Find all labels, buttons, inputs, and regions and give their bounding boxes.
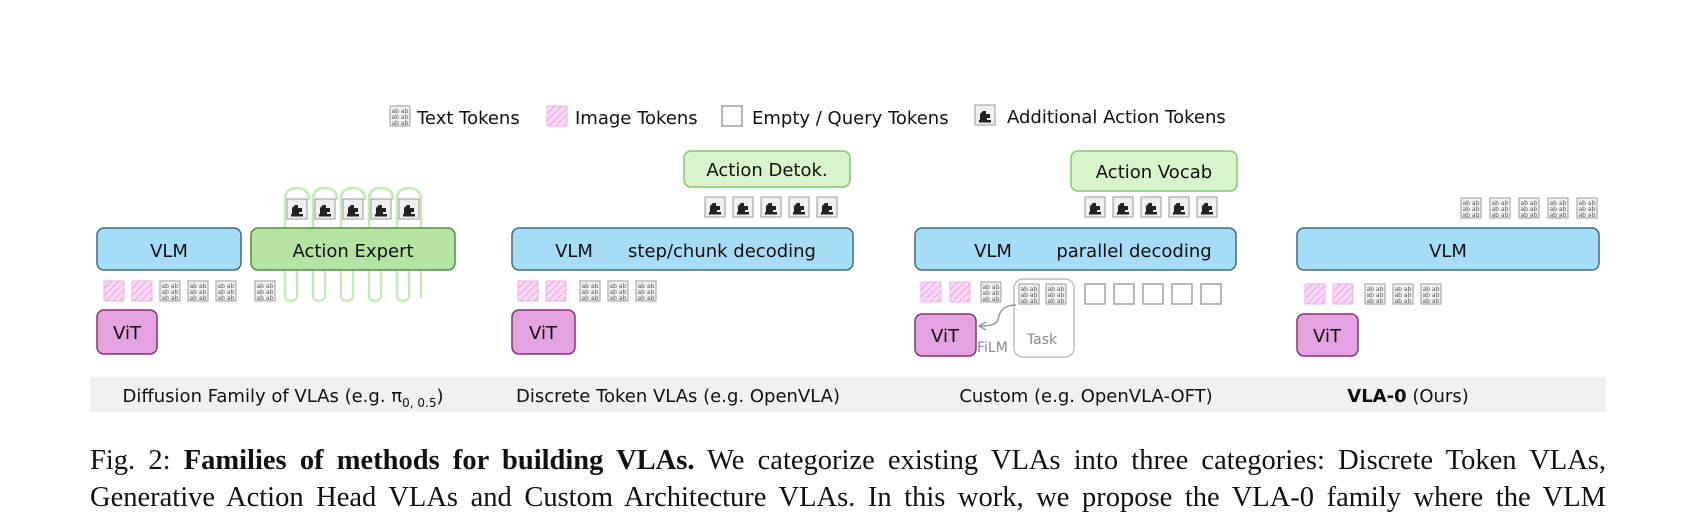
action-token <box>398 198 420 220</box>
vlm-box <box>1296 227 1600 271</box>
text-token <box>1018 283 1040 306</box>
figure-caption-title: Families of methods for building VLAs. <box>183 445 695 476</box>
vit-box <box>1296 313 1359 357</box>
action-vocab-label: Action Vocab <box>1096 162 1212 183</box>
text-token <box>980 281 1002 304</box>
legend-text-tokens: Text Tokens <box>416 108 520 129</box>
action-token <box>370 198 392 220</box>
action-token <box>314 198 336 220</box>
text-token <box>579 280 601 303</box>
decoding-label: parallel decoding <box>1056 241 1211 262</box>
image-token <box>1304 283 1326 305</box>
film-label: FiLM <box>977 340 1008 356</box>
action-token <box>1168 196 1190 218</box>
vlm-label: VLM <box>1429 241 1467 262</box>
action-expert-label: Action Expert <box>292 241 413 262</box>
text-token <box>1045 283 1067 306</box>
figure-caption-prefix: Fig. 2: <box>90 445 184 476</box>
action-token <box>286 198 308 220</box>
action-expert-arrows <box>283 186 423 303</box>
decoding-label: step/chunk decoding <box>628 241 816 262</box>
text-token <box>1547 197 1569 220</box>
film-arrow <box>979 304 1017 327</box>
text-token <box>1518 197 1540 220</box>
image-token <box>545 280 567 302</box>
vit-label: ViT <box>1313 326 1342 347</box>
image-token <box>131 280 153 302</box>
legend-image-tokens: Image Tokens <box>575 108 698 129</box>
action-vocab-box <box>1070 150 1238 192</box>
vlm-label: VLM <box>555 241 593 262</box>
image-token <box>1332 283 1354 305</box>
query-token <box>1171 283 1193 305</box>
text-token <box>215 280 237 303</box>
action-token <box>1140 196 1162 218</box>
text-token <box>607 280 629 303</box>
legend-text-token-icon <box>389 105 411 128</box>
action-token <box>1084 196 1106 218</box>
action-token <box>732 196 754 218</box>
action-detok-label: Action Detok. <box>706 160 827 181</box>
panel-caption-vla0: VLA-0 (Ours) <box>1347 386 1468 407</box>
text-token <box>159 280 181 303</box>
text-token <box>1364 283 1386 306</box>
image-token <box>103 280 125 302</box>
figure-caption-body: We categorize existing VLAs into three c… <box>90 445 1607 513</box>
panel-discrete: Action Detok. VLM step/chunk decoding Vi… <box>511 150 854 355</box>
query-token <box>1200 283 1222 305</box>
legend-action-token-icon <box>974 104 996 126</box>
action-token <box>1112 196 1134 218</box>
legend-image-token-icon <box>546 105 568 127</box>
vit-box <box>96 309 158 355</box>
vlm-label: VLM <box>974 241 1012 262</box>
action-token <box>1196 196 1218 218</box>
panel-caption-band <box>90 377 1606 412</box>
action-token <box>816 196 838 218</box>
image-token <box>517 280 539 302</box>
panel-caption-custom: Custom (e.g. OpenVLA-OFT) <box>959 386 1212 407</box>
image-token <box>949 281 971 303</box>
vlm-box <box>511 227 854 271</box>
text-token <box>635 280 657 303</box>
legend: Text Tokens Image Tokens Empty / Query T… <box>389 104 1226 129</box>
vla-families-diagram: ab ab ab ab ab ab Text Tokens Image Toke… <box>90 104 1606 412</box>
text-token <box>1489 197 1511 220</box>
vit-label: ViT <box>529 323 558 344</box>
panel-custom: Action Vocab VLM parallel decoding Task … <box>914 150 1238 358</box>
vit-label: ViT <box>113 323 142 344</box>
action-token <box>342 198 364 220</box>
legend-empty-tokens: Empty / Query Tokens <box>752 108 949 129</box>
action-expert-box <box>250 227 456 271</box>
vlm-box <box>914 227 1237 271</box>
text-token <box>187 280 209 303</box>
vit-box <box>511 309 576 355</box>
figure-caption: Fig. 2: Families of methods for building… <box>90 442 1606 516</box>
text-token <box>1460 197 1482 220</box>
task-label: Task <box>1026 332 1058 348</box>
film-arrowhead <box>977 321 987 331</box>
panel-caption-discrete: Discrete Token VLAs (e.g. OpenVLA) <box>516 386 840 407</box>
query-token <box>1142 283 1164 305</box>
action-token <box>760 196 782 218</box>
vlm-label: VLM <box>150 241 188 262</box>
legend-empty-token-icon <box>721 105 743 127</box>
action-token <box>788 196 810 218</box>
query-token <box>1113 283 1135 305</box>
noise-token <box>254 280 276 303</box>
text-token <box>1392 283 1414 306</box>
query-token <box>1084 283 1106 305</box>
text-token <box>1420 283 1442 306</box>
legend-action-tokens: Additional Action Tokens <box>1007 107 1226 128</box>
panel-diffusion: VLM Action Expert ViT <box>96 186 456 355</box>
image-token <box>920 281 942 303</box>
vit-label: ViT <box>931 326 960 347</box>
panel-caption-diffusion: Diffusion Family of VLAs (e.g. π0, 0.5) <box>123 386 444 410</box>
vlm-box <box>96 227 242 271</box>
panel-vla0: VLM ViT <box>1296 197 1600 357</box>
text-token <box>1576 197 1598 220</box>
action-detok-box <box>683 150 851 188</box>
action-token <box>704 196 726 218</box>
vit-box <box>914 313 977 357</box>
